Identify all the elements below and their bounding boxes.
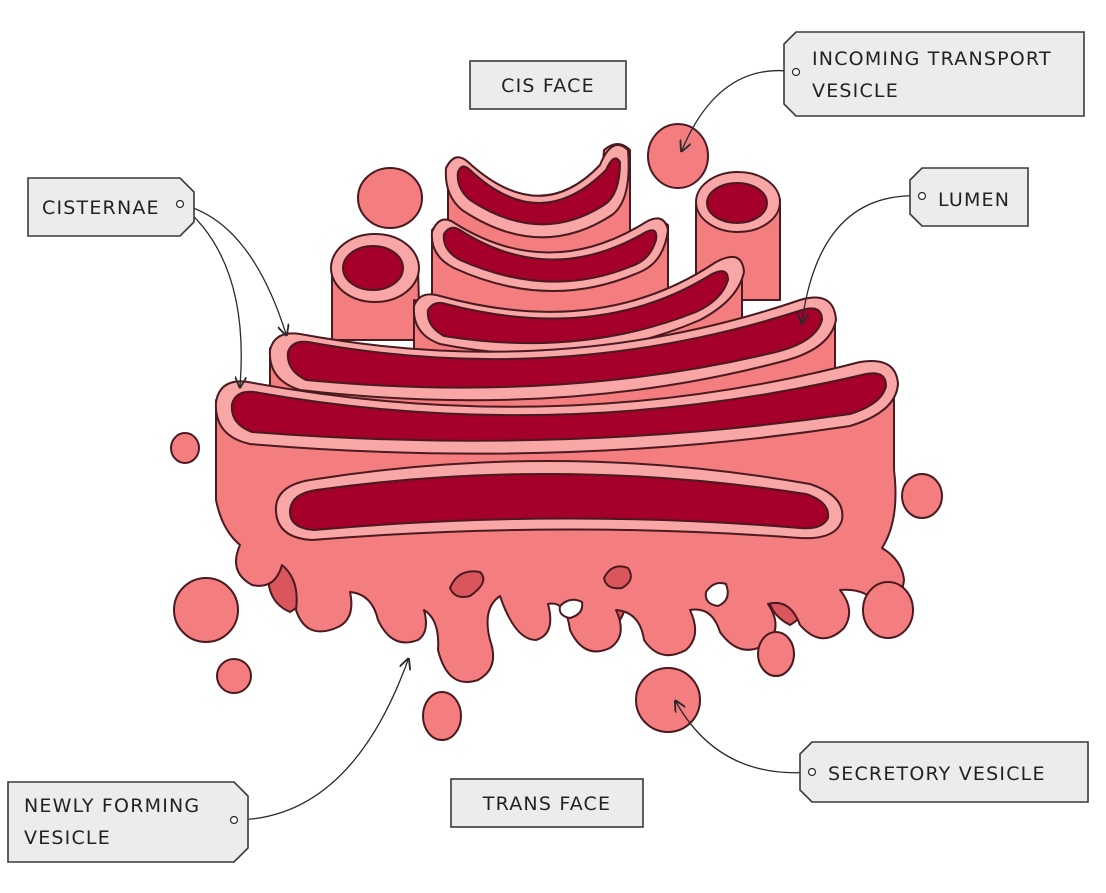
label-incoming-transport-vesicle: INCOMING TRANSPORT VESICLE [784,32,1084,116]
lumen-text: LUMEN [938,189,1010,211]
trans-face-text: TRANS FACE [482,793,611,815]
vesicle [217,659,251,693]
vesicle [174,578,238,642]
label-secretory-vesicle: SECRETORY VESICLE [800,742,1088,802]
secretory-text: SECRETORY VESICLE [828,763,1046,785]
secretory-vesicle [636,668,700,732]
cisterna-left-tube [331,234,420,340]
incoming-text-line1: INCOMING TRANSPORT [812,48,1052,70]
vesicle [171,433,199,463]
vesicle [423,692,461,740]
newly-text-line1: NEWLY FORMING [24,795,200,817]
label-cisternae: CISTERNAE [28,178,194,236]
cisternae-text: CISTERNAE [42,197,160,219]
cisternae-leader-1 [180,204,286,334]
incoming-transport-vesicle [648,124,708,188]
newly-forming-leader [234,660,408,820]
cisternae-leader-2 [180,204,241,386]
label-newly-forming-vesicle: NEWLY FORMING VESICLE [8,782,248,862]
label-cis-face: CIS FACE [470,61,626,109]
vesicle [863,582,913,638]
vesicle [358,168,422,228]
golgi-body [216,144,904,682]
label-lumen: LUMEN [910,168,1028,226]
newly-text-line2: VESICLE [24,827,111,849]
vesicle [902,474,942,518]
incoming-text-line2: VESICLE [812,80,899,102]
vesicle [758,632,794,676]
cis-face-text: CIS FACE [501,75,595,97]
label-trans-face: TRANS FACE [451,779,643,827]
